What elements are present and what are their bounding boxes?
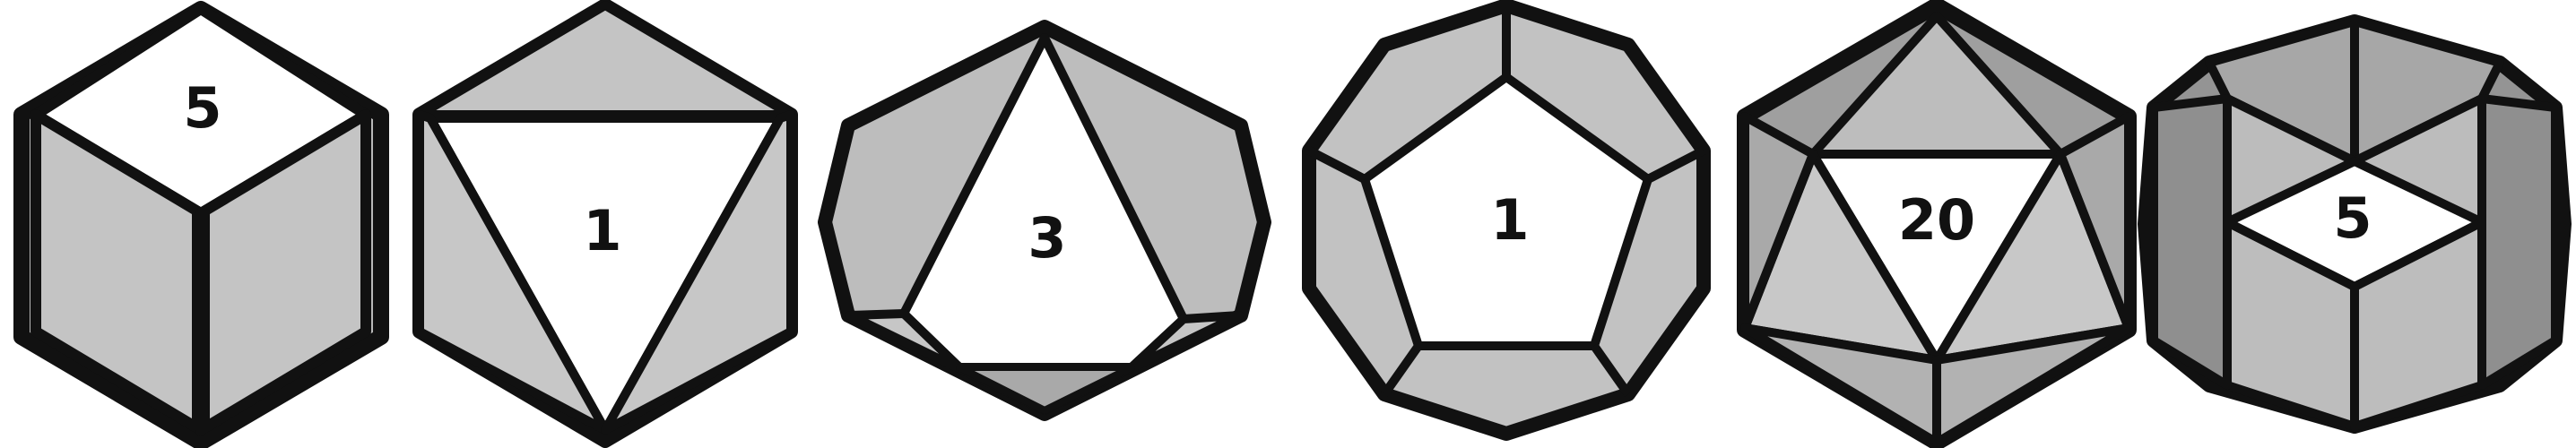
d4-die: 1: [412, 0, 798, 448]
d6-face-number: 5: [183, 75, 221, 141]
d20-die: 20: [1737, 0, 2137, 448]
d6-die: 5: [13, 1, 389, 448]
d8-die: 3: [818, 20, 1271, 421]
d4-face-number: 1: [583, 198, 621, 263]
d10-face-number: 5: [2333, 185, 2372, 251]
d8-face-number: 3: [1028, 205, 1066, 271]
d20-face-number: 20: [1898, 187, 1975, 253]
d12-die: 1: [1302, 0, 1711, 441]
d12-face-number: 1: [1490, 187, 1529, 253]
d10-die: 5: [2138, 14, 2572, 434]
